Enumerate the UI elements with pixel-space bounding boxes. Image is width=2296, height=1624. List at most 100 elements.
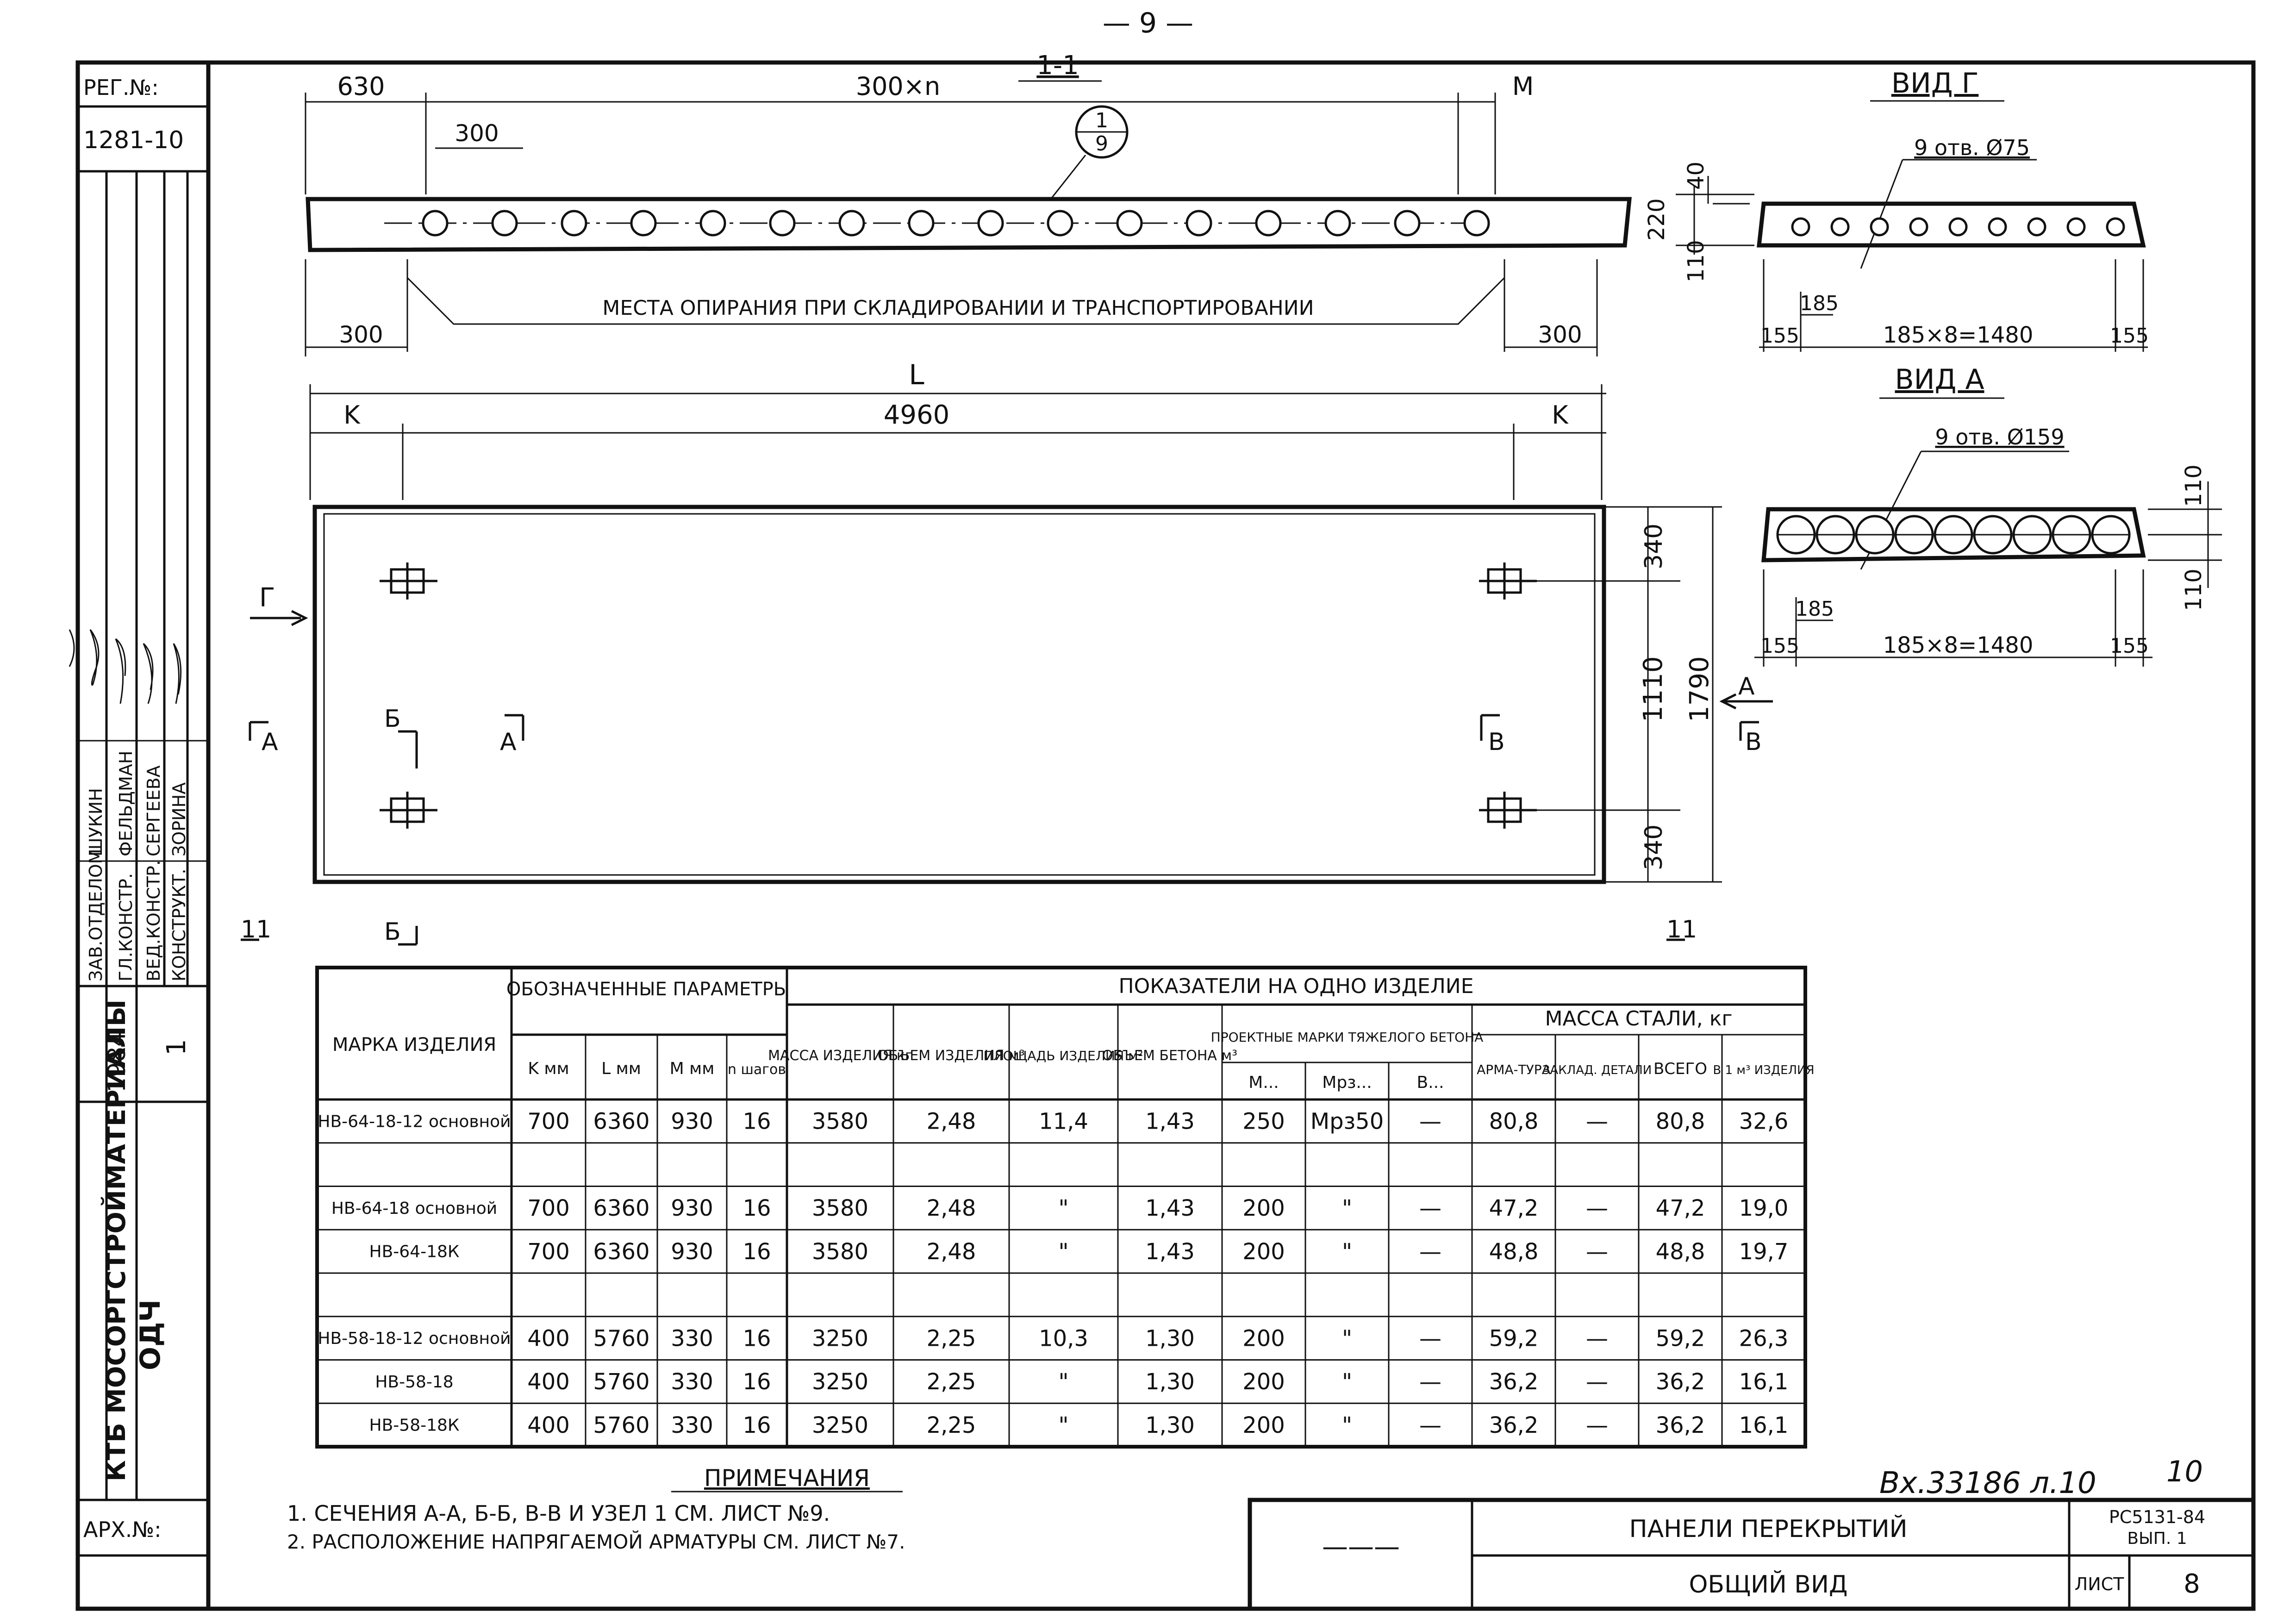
view-a-dim-155-right: 155 xyxy=(2110,634,2149,658)
th-mass: МАССА ИЗДЕЛИЯ кг xyxy=(768,1048,912,1064)
table-cell: 16 xyxy=(742,1325,771,1351)
table-cell: 47,2 xyxy=(1489,1195,1539,1221)
view-a-dims xyxy=(1754,481,2222,667)
dim-630: 630 xyxy=(337,72,385,101)
table-cell: 59,2 xyxy=(1656,1325,1705,1351)
th-k: K мм xyxy=(528,1059,569,1078)
dim-1110: 1110 xyxy=(1638,656,1668,722)
view-a-holes-row xyxy=(1776,515,2131,555)
table-cell: — xyxy=(1419,1239,1441,1265)
table-cell: 3580 xyxy=(812,1109,868,1135)
handwritten-ref-2: 10 xyxy=(2166,1455,2203,1488)
role-head: ЗАВ.ОТДЕЛОМ xyxy=(86,849,106,981)
mark-a-arrow: А xyxy=(1738,673,1755,700)
table-cell: 48,8 xyxy=(1489,1239,1539,1265)
note-1: 1. СЕЧЕНИЯ А-А, Б-Б, В-В И УЗЕЛ 1 СМ. ЛИ… xyxy=(287,1501,830,1526)
role-lead: ВЕД.КОНСТР. xyxy=(144,860,164,981)
table-cell: " xyxy=(1058,1412,1068,1438)
dim-300-top: 300 xyxy=(455,120,499,147)
core-hole xyxy=(1948,217,1968,237)
table-cell: 6360 xyxy=(593,1195,649,1221)
dim-340-bottom: 340 xyxy=(1640,824,1668,870)
view-a-profile xyxy=(1761,507,2146,562)
dim-l: L xyxy=(909,359,924,391)
section-marks xyxy=(241,610,1773,946)
th-steel: МАССА СТАЛИ, кг xyxy=(1545,1007,1733,1031)
view-a-dim-185: 185 xyxy=(1795,597,1834,621)
table-cell: 16,1 xyxy=(1739,1369,1789,1395)
table-cell: 2,48 xyxy=(927,1239,976,1265)
view-g-dim-chain: 185×8=1480 xyxy=(1883,322,2034,348)
table-body: НВ-64-18-12 основной 700 6360 930 16 3580 2,48… xyxy=(318,1109,1788,1438)
dim-m: M xyxy=(1512,72,1534,101)
table-cell: 2,25 xyxy=(927,1412,976,1438)
table-cell: 1,43 xyxy=(1145,1195,1195,1221)
table-cell: 16 xyxy=(742,1195,771,1221)
th-vol: ОБЪЕМ ИЗДЕЛИЯ м³ xyxy=(878,1048,1025,1064)
table-cell: 930 xyxy=(671,1239,713,1265)
table-cell: 26,3 xyxy=(1739,1325,1789,1351)
table-cell: — xyxy=(1586,1369,1608,1395)
table-cell: 930 xyxy=(671,1195,713,1221)
table-cell: 200 xyxy=(1242,1369,1285,1395)
table-cell: 36,2 xyxy=(1656,1412,1705,1438)
table-cell: 36,2 xyxy=(1489,1412,1539,1438)
core-hole xyxy=(1047,210,1073,237)
table-cell-mark: НВ-64-18К xyxy=(369,1243,460,1262)
table-cell: 250 xyxy=(1242,1109,1285,1135)
mark-b-top: Б xyxy=(384,705,401,733)
table-cell: 80,8 xyxy=(1489,1109,1539,1135)
view-a-dim-110-bottom: 110 xyxy=(2181,568,2207,611)
core-hole xyxy=(1830,217,1850,237)
table-cell: 16 xyxy=(742,1109,771,1135)
note-2: 2. РАСПОЛОЖЕНИЕ НАПРЯГАЕМОЙ АРМАТУРЫ СМ.… xyxy=(287,1530,905,1553)
core-hole xyxy=(561,210,587,237)
table-cell: 1,30 xyxy=(1145,1325,1195,1351)
table-cell: — xyxy=(1586,1412,1608,1438)
name-2: ФЕЛЬДМАН xyxy=(116,751,136,856)
table-cell: — xyxy=(1419,1412,1441,1438)
table-cell: 2,48 xyxy=(927,1195,976,1221)
th-mark: МАРКА ИЗДЕЛИЯ xyxy=(332,1034,496,1056)
table-cell: 330 xyxy=(671,1412,713,1438)
dim-300-right: 300 xyxy=(1538,321,1582,348)
table-cell: 3250 xyxy=(812,1369,868,1395)
view-a-holes: 9 отв. Ø159 xyxy=(1935,425,2064,450)
plan-dims xyxy=(309,384,1606,500)
core-hole xyxy=(630,210,657,237)
table-cell: 16 xyxy=(742,1369,771,1395)
dim-300-left: 300 xyxy=(339,321,383,348)
table-cell: 400 xyxy=(527,1369,570,1395)
table-cell: 36,2 xyxy=(1489,1369,1539,1395)
core-hole xyxy=(1255,210,1282,237)
table-cell: 700 xyxy=(527,1109,570,1135)
mark-b-bottom: Б xyxy=(384,918,401,946)
name-3: СЕРГЕЕВА xyxy=(144,765,164,856)
node-number: 1 xyxy=(1095,109,1108,132)
table-cell-mark: НВ-64-18-12 основной xyxy=(318,1112,511,1131)
mark-g: Г xyxy=(259,583,275,613)
table-cell: 36,2 xyxy=(1656,1369,1705,1395)
role-designer: КОНСТРУКТ. xyxy=(169,868,189,981)
reg-value: 1281-10 xyxy=(83,126,184,154)
dim-line-top xyxy=(305,93,1496,194)
th-area: ПЛОЩАДЬ ИЗДЕЛИЯ м² xyxy=(983,1048,1143,1063)
table-cell: 3250 xyxy=(812,1412,868,1438)
dim-340-top: 340 xyxy=(1640,524,1668,569)
support-leaders xyxy=(305,259,1598,356)
dim-300xn: 300×n xyxy=(856,72,941,101)
core-hole xyxy=(977,210,1004,237)
arch-label: АРХ.№: xyxy=(83,1517,162,1542)
view-g-profile xyxy=(1756,201,2146,248)
table-cell: 330 xyxy=(671,1325,713,1351)
core-hole xyxy=(422,210,449,237)
view-g-dim-155-left: 155 xyxy=(1760,324,1799,348)
table-cell: 5760 xyxy=(593,1369,649,1395)
core-hole xyxy=(1791,217,1810,237)
th-grade-b: В... xyxy=(1416,1073,1444,1092)
tb-title1: ПАНЕЛИ ПЕРЕКРЫТИЙ xyxy=(1629,1515,1907,1543)
table-cell: 200 xyxy=(1242,1239,1285,1265)
view-g-holes: 9 отв. Ø75 xyxy=(1914,135,2030,160)
table-cell: " xyxy=(1342,1195,1352,1221)
table-cell: 400 xyxy=(527,1325,570,1351)
